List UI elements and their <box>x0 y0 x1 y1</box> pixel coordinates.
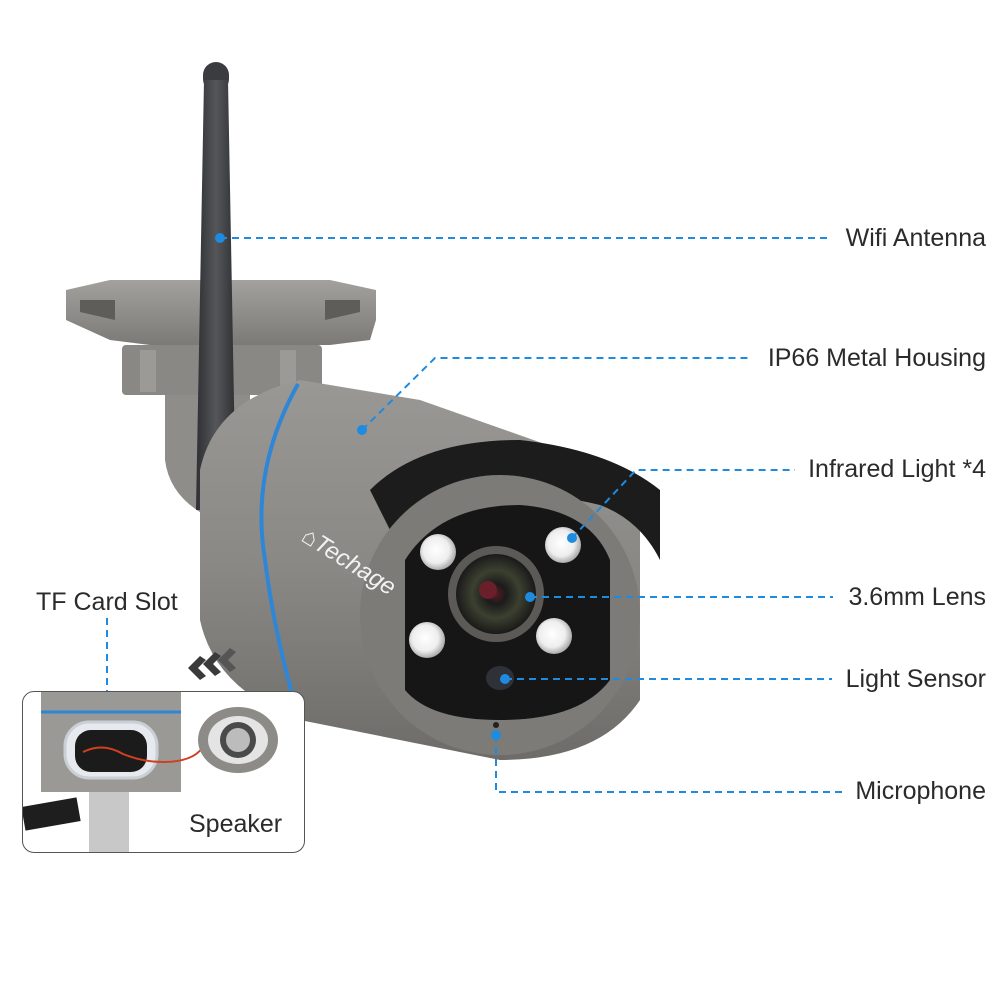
callout-label-infrared-light: Infrared Light *4 <box>808 455 986 483</box>
light-sensor <box>486 666 514 690</box>
callout-label-lens: 3.6mm Lens <box>848 583 986 611</box>
direction-chevrons-icon <box>188 648 236 680</box>
antenna <box>196 62 236 510</box>
inset-illustration <box>23 692 278 852</box>
callout-label-microphone: Microphone <box>855 777 986 805</box>
callout-label-light-sensor: Light Sensor <box>845 665 986 693</box>
callout-label-speaker: Speaker <box>189 810 283 838</box>
callout-label-tf-card-slot: TF Card Slot <box>36 588 178 616</box>
callout-label-metal-housing: IP66 Metal Housing <box>767 344 986 372</box>
inset-panel <box>22 691 305 853</box>
lens <box>448 546 544 642</box>
callout-label-wifi-antenna: Wifi Antenna <box>845 224 986 252</box>
microphone-hole <box>493 722 499 728</box>
